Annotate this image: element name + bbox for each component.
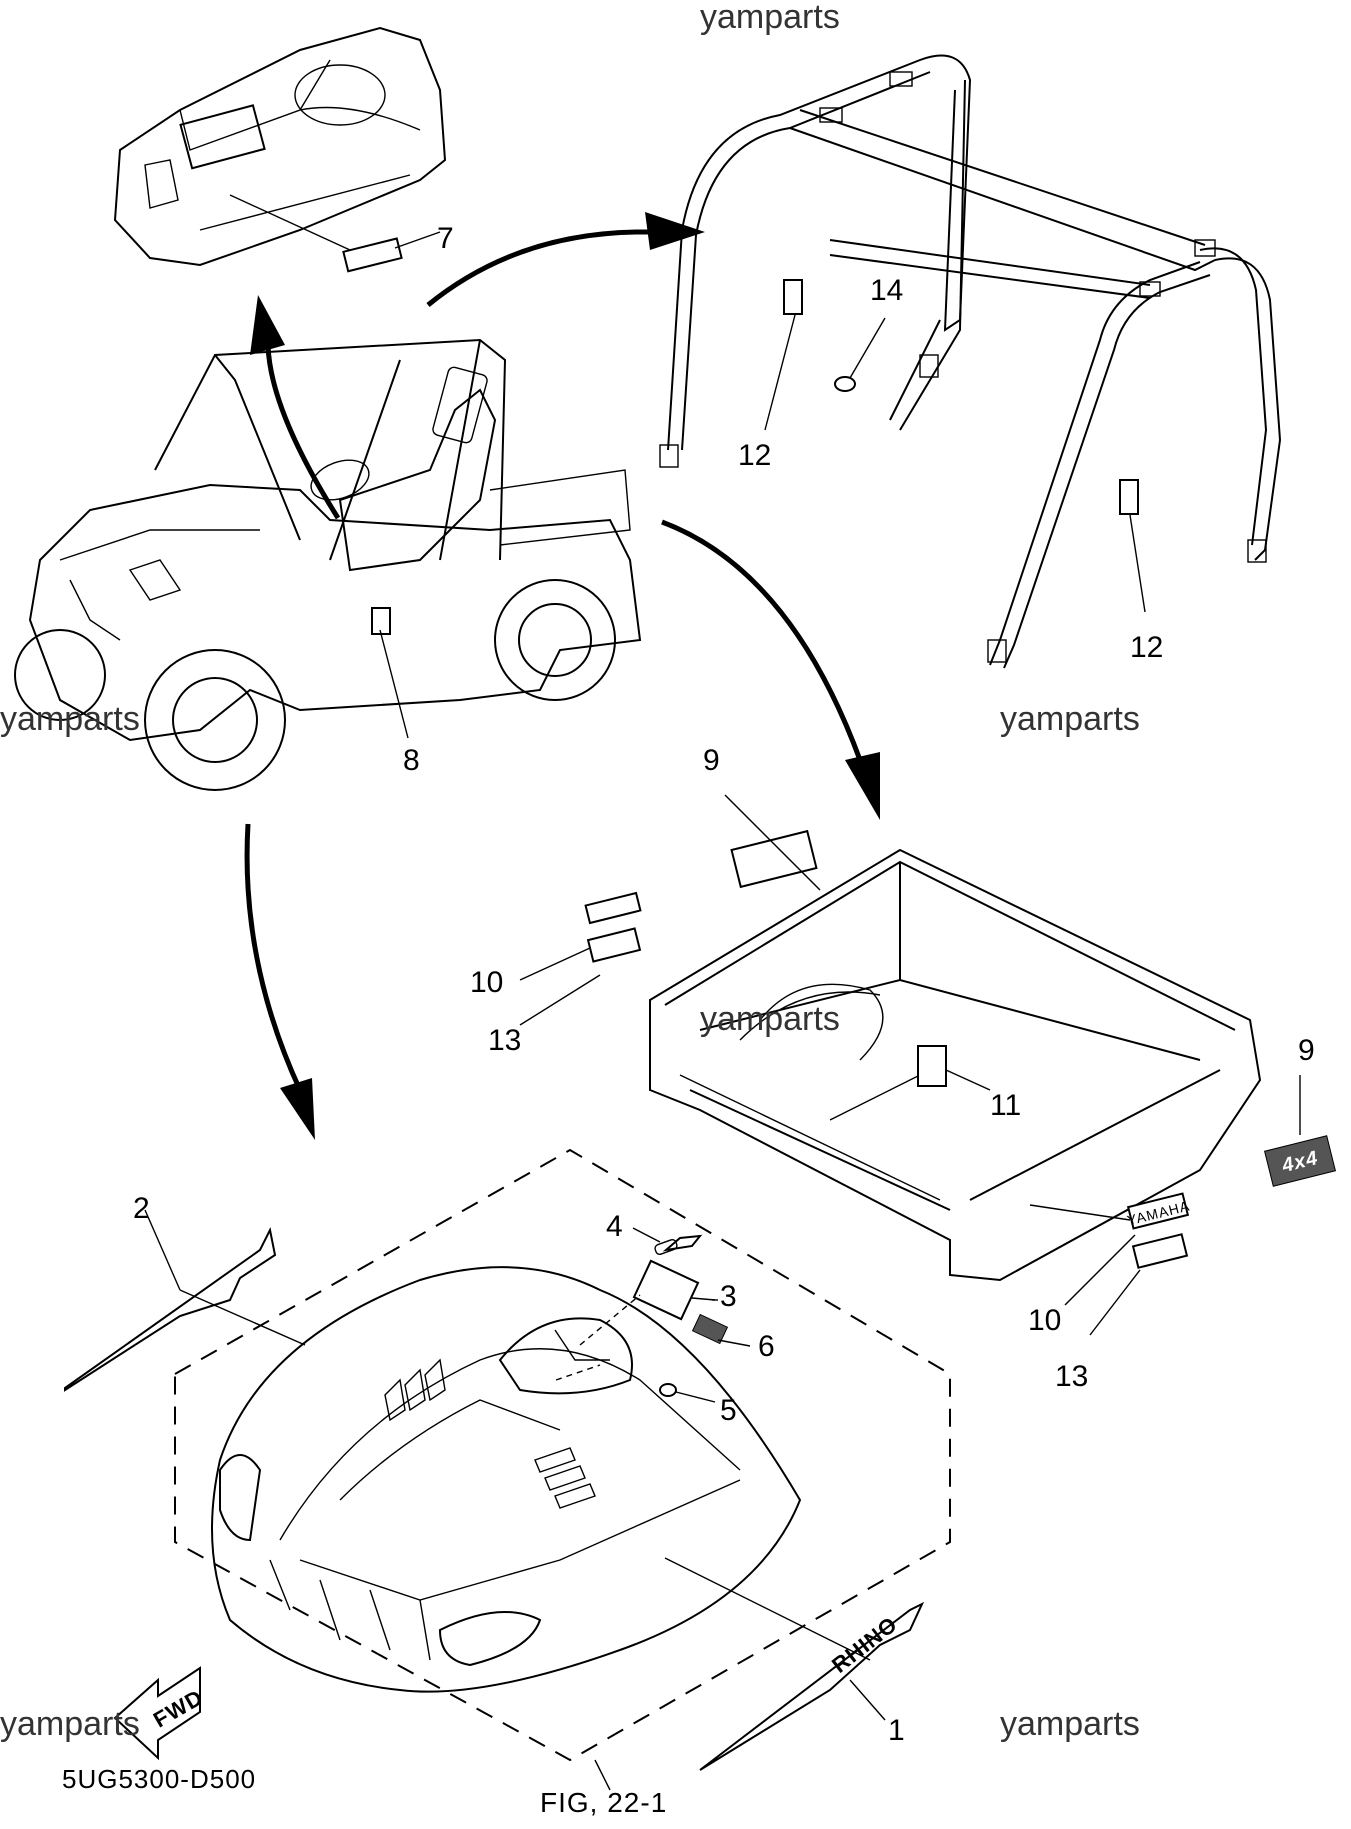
loose-decals-9-10-13: 4x4 YAMAHA bbox=[584, 829, 1337, 1269]
leader-2 bbox=[144, 1209, 181, 1291]
callout-14: 14 bbox=[870, 274, 903, 307]
leader-figref bbox=[594, 1759, 611, 1791]
roll-cage bbox=[659, 54, 1282, 669]
leader-cargo-10 bbox=[1029, 1204, 1131, 1221]
side-by-side-vehicle bbox=[14, 338, 642, 791]
watermark: yamparts bbox=[700, 1000, 840, 1038]
figure-reference: FIG, 22-1 bbox=[540, 1787, 667, 1818]
decal-7 bbox=[229, 194, 441, 273]
callout-8: 8 bbox=[403, 744, 420, 777]
callout-4: 4 bbox=[606, 1210, 623, 1243]
cargo-bed bbox=[649, 848, 1262, 1282]
part-code: 5UG5300-D500 bbox=[62, 1764, 256, 1794]
callout-3: 3 bbox=[720, 1280, 737, 1313]
arrow-head-right bbox=[645, 212, 705, 250]
callout-11: 11 bbox=[990, 1089, 1021, 1122]
callout-13: 13 bbox=[1055, 1360, 1088, 1393]
callout-7: 7 bbox=[437, 222, 454, 255]
leader-11 bbox=[945, 1069, 991, 1091]
leader-6 bbox=[717, 1339, 751, 1347]
leader-2b bbox=[179, 1289, 306, 1346]
leader-12b bbox=[1129, 514, 1146, 613]
leader-11b bbox=[829, 1075, 919, 1121]
leader-1b bbox=[849, 1679, 886, 1721]
arrow-head-down bbox=[280, 1078, 315, 1140]
leader-3b bbox=[691, 1297, 716, 1301]
front-hood bbox=[211, 1266, 802, 1693]
leader-1 bbox=[664, 1557, 871, 1661]
callout-2: 2 bbox=[133, 1192, 150, 1225]
callout-6: 6 bbox=[758, 1330, 775, 1363]
callout-13: 13 bbox=[488, 1024, 521, 1057]
callout-10: 10 bbox=[1028, 1304, 1061, 1337]
callout-1: 1 bbox=[888, 1714, 905, 1747]
leader-10a bbox=[519, 947, 591, 981]
leader-12a bbox=[764, 314, 796, 431]
callout-9: 9 bbox=[703, 744, 720, 777]
arrow-head-down-right bbox=[845, 752, 880, 820]
arrows bbox=[244, 212, 880, 1140]
leader-10b bbox=[1064, 1234, 1136, 1306]
center-console-cover bbox=[113, 26, 447, 267]
hood-group-outline bbox=[174, 1148, 951, 1762]
watermark: yamparts bbox=[0, 700, 140, 738]
callout-12: 12 bbox=[738, 439, 771, 472]
callout-9: 9 bbox=[1298, 1034, 1315, 1067]
leader-5 bbox=[675, 1391, 716, 1403]
leader-8 bbox=[379, 629, 409, 739]
watermark: yamparts bbox=[0, 1705, 140, 1743]
arrow-head-up bbox=[250, 295, 285, 355]
watermark: yamparts bbox=[700, 0, 840, 36]
callout-12: 12 bbox=[1130, 631, 1163, 664]
hood-small-parts bbox=[555, 1234, 729, 1397]
leader-4 bbox=[632, 1227, 661, 1243]
leader-13b bbox=[1089, 1269, 1141, 1336]
leader-14 bbox=[849, 317, 886, 379]
watermark: yamparts bbox=[1000, 700, 1140, 738]
callout-10: 10 bbox=[470, 966, 503, 999]
watermark: yamparts bbox=[1000, 1705, 1140, 1743]
leader-13a bbox=[519, 974, 601, 1026]
callout-5: 5 bbox=[720, 1394, 737, 1427]
leader-9a bbox=[724, 794, 821, 891]
side-strip-decal-2 bbox=[64, 1226, 277, 1392]
